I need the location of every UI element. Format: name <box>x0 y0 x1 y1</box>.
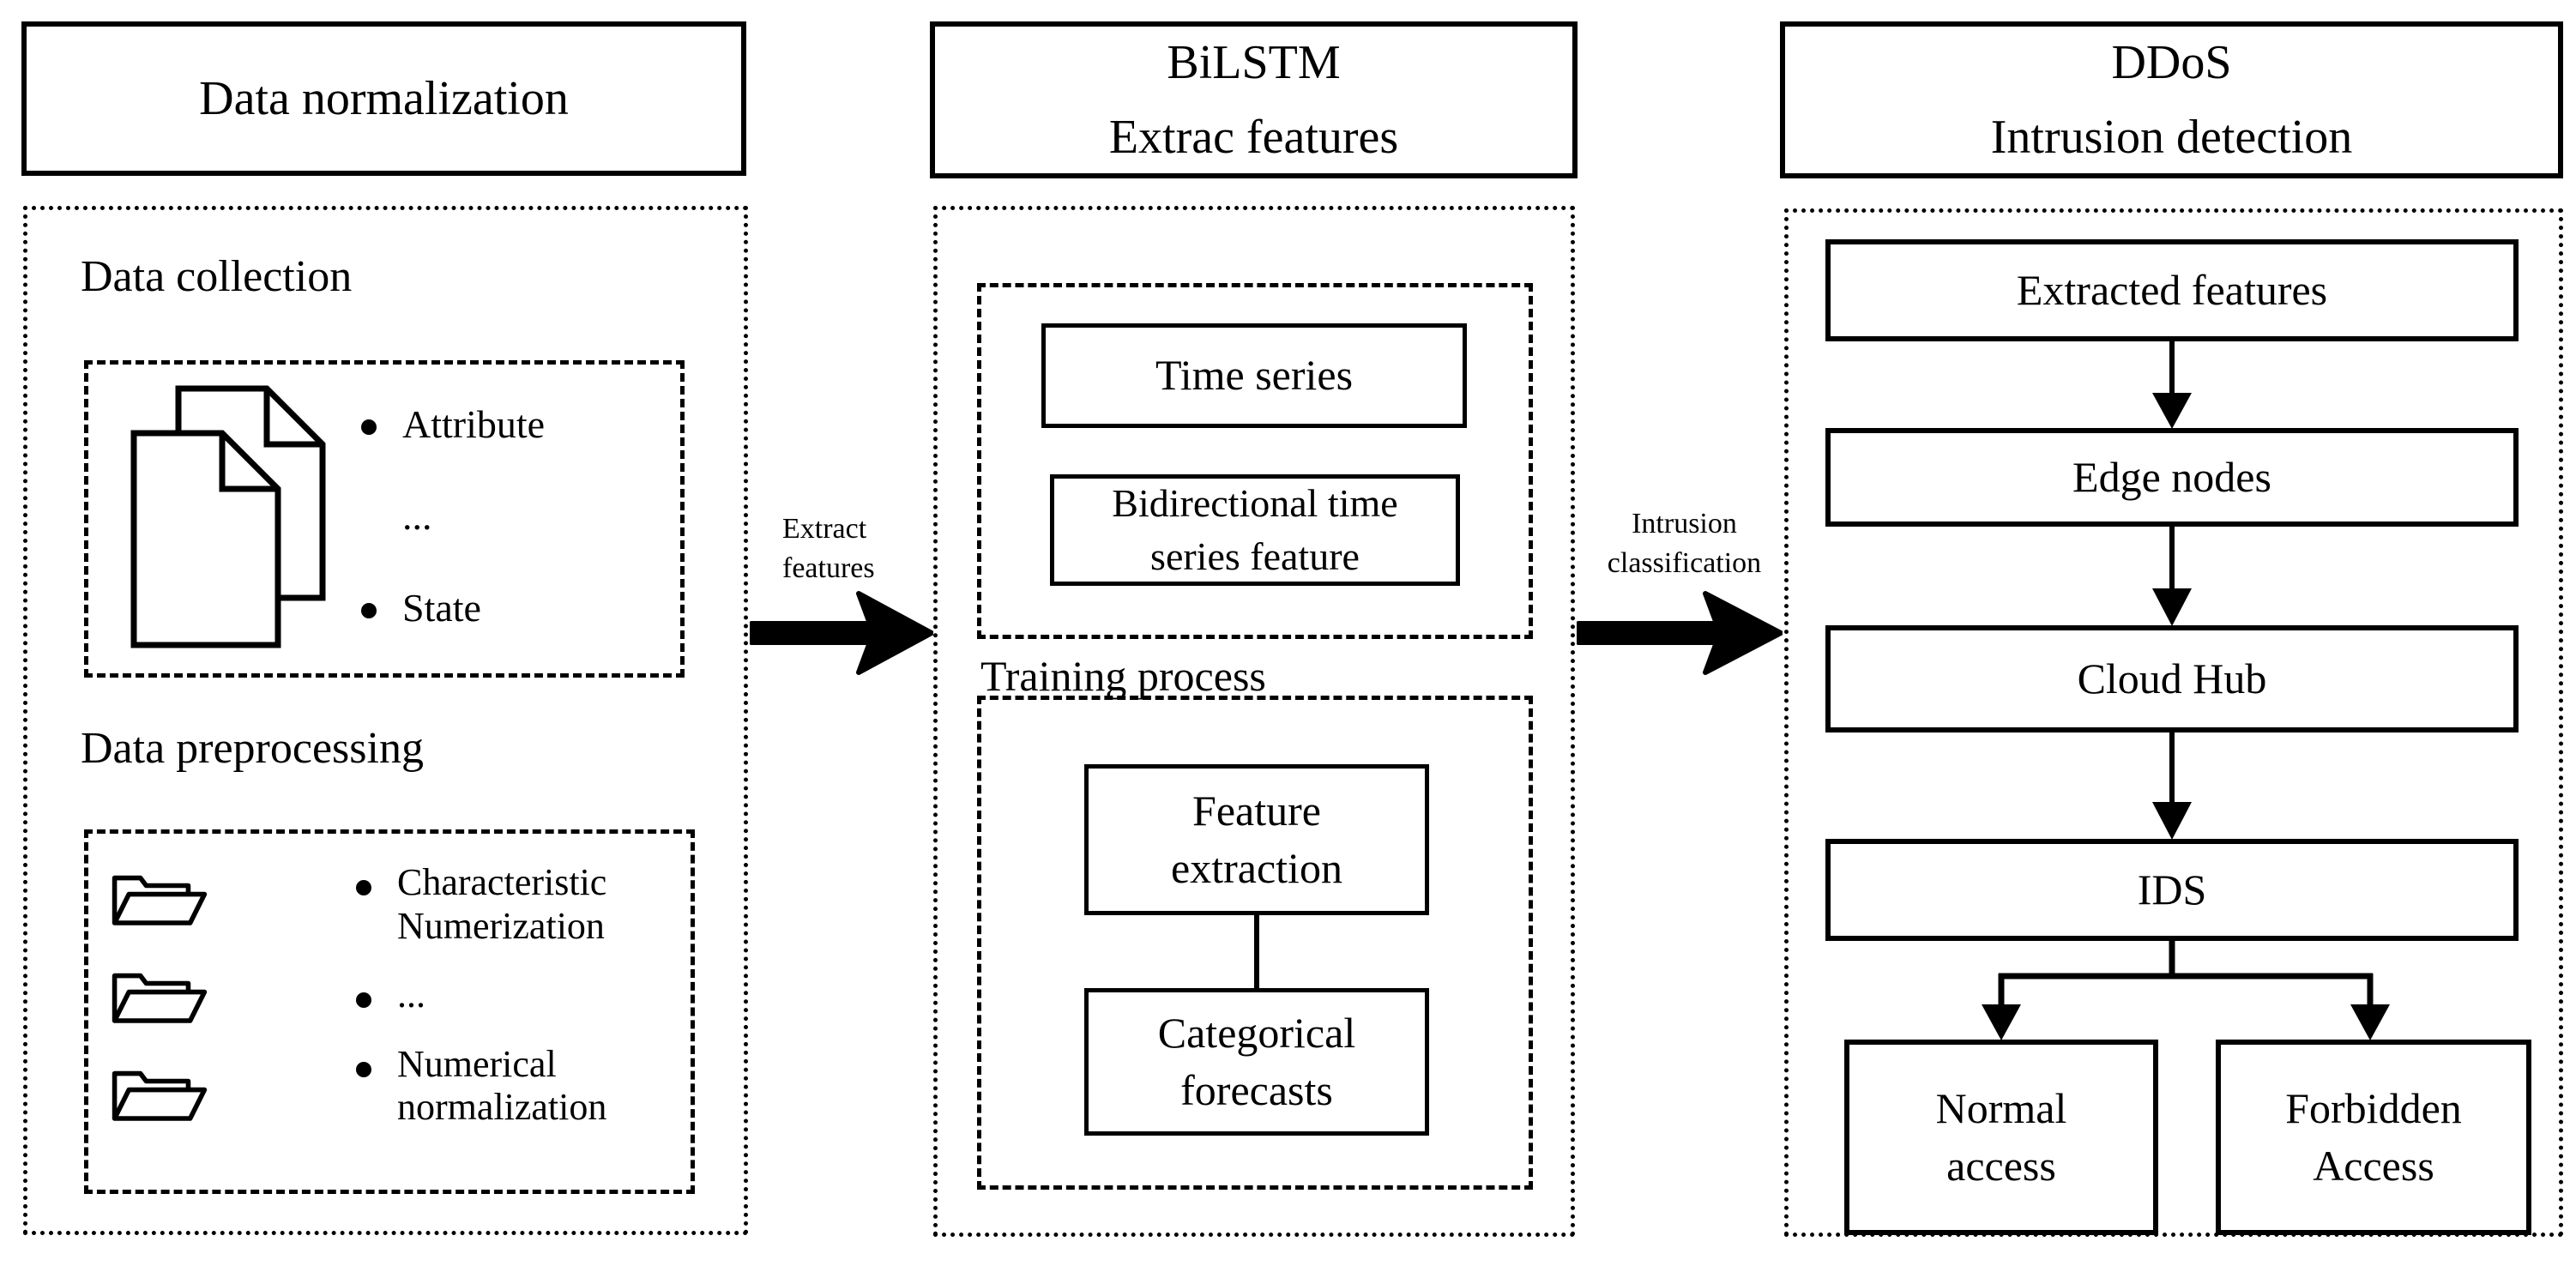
documents-icon <box>130 385 326 648</box>
middle-panel: Time series Bidirectional time series fe… <box>933 206 1575 1237</box>
folder-icon <box>112 973 208 1023</box>
data-collection-heading: Data collection <box>81 252 353 301</box>
bullet-icon <box>356 880 371 895</box>
forbidden-access-box: Forbidden Access <box>2216 1040 2531 1235</box>
right-title-line1: DDoS <box>2111 35 2232 89</box>
list-item: Numerical normalization <box>356 1043 682 1130</box>
list-item-label: ... <box>397 974 425 1016</box>
cloud-hub-box: Cloud Hub <box>1825 625 2519 732</box>
training-process-box: Feature extraction Categorical forecasts <box>977 696 1533 1190</box>
categorical-forecasts-box: Categorical forecasts <box>1084 988 1429 1136</box>
extracted-features-box: Extracted features <box>1825 239 2519 341</box>
time-series-group-box: Time series Bidirectional time series fe… <box>977 283 1533 639</box>
time-series-box: Time series <box>1041 323 1467 428</box>
bidirectional-feature-box: Bidirectional time series feature <box>1050 474 1460 586</box>
folder-icon-stack <box>110 868 209 1124</box>
data-preprocessing-box: Characteristic Numerization ... Numerica… <box>84 829 695 1194</box>
right-panel: Extracted features Edge nodes Cloud Hub … <box>1784 208 2563 1237</box>
data-collection-box: Attribute ... State <box>84 360 685 678</box>
list-item-label: Characteristic Numerization <box>397 861 607 947</box>
normal-access-box: Normal access <box>1844 1040 2158 1235</box>
data-preprocessing-list: Characteristic Numerization ... Numerica… <box>356 861 682 1130</box>
middle-title-box: BiLSTM Extrac features <box>930 21 1578 178</box>
intrusion-classification-arrow-icon <box>1577 591 1783 675</box>
left-title-box: Data normalization <box>21 21 746 176</box>
left-panel: Data collection Attribute ... <box>23 206 748 1235</box>
folder-icon <box>112 1070 208 1121</box>
bullet-icon <box>356 1061 371 1077</box>
extract-features-label: Extract features <box>782 513 875 584</box>
list-item: ... <box>361 492 657 540</box>
list-item-label: State <box>402 586 481 630</box>
list-item: Attribute <box>361 401 657 448</box>
middle-title-line2: Extrac features <box>1108 110 1399 164</box>
edge-nodes-box: Edge nodes <box>1825 428 2519 527</box>
flow-arrows <box>1982 340 2390 1040</box>
extract-features-arrow-icon <box>750 591 933 675</box>
data-collection-list: Attribute ... State <box>361 401 657 632</box>
box-connector-line <box>1254 915 1259 989</box>
bullet-icon <box>361 603 377 619</box>
data-preprocessing-heading: Data preprocessing <box>81 724 424 773</box>
ids-box: IDS <box>1825 839 2519 941</box>
feature-extraction-box: Feature extraction <box>1084 764 1429 915</box>
list-item-label: Numerical normalization <box>397 1042 607 1129</box>
middle-title-line1: BiLSTM <box>1167 35 1341 89</box>
list-item-label: Attribute <box>402 402 546 446</box>
bullet-icon <box>361 419 377 435</box>
list-item-label: ... <box>402 494 432 539</box>
right-title-box: DDoS Intrusion detection <box>1780 21 2563 178</box>
left-title: Data normalization <box>199 71 569 125</box>
list-item: ... <box>356 974 682 1017</box>
folder-icon <box>112 875 208 925</box>
intrusion-classification-label: Intrusion classification <box>1607 508 1762 579</box>
right-title-line2: Intrusion detection <box>1990 110 2353 164</box>
list-item: Characteristic Numerization <box>356 861 682 948</box>
bullet-icon <box>356 992 371 1009</box>
list-item: State <box>361 584 657 631</box>
training-process-heading: Training process <box>980 652 1266 700</box>
